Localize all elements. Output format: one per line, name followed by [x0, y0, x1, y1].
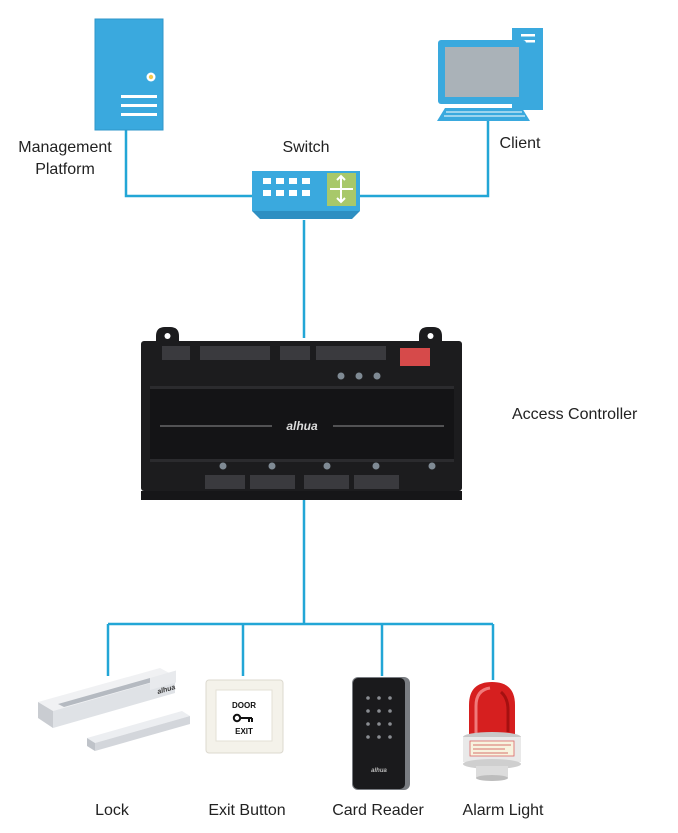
- line-platform-switch: [124, 130, 252, 198]
- label-management-platform-line2: Platform: [35, 161, 95, 178]
- label-management-platform: Management Platform: [5, 137, 125, 181]
- svg-text:alhua: alhua: [371, 768, 387, 774]
- controller-brand-logo: alhua: [286, 419, 318, 433]
- label-exit-button: Exit Button: [208, 802, 286, 819]
- svg-text:alhua: alhua: [157, 684, 177, 696]
- magnetic-lock-icon: alhua: [38, 668, 190, 751]
- exit-button-top-text: DOOR: [232, 701, 256, 710]
- card-reader-icon: alhua: [352, 677, 410, 790]
- line-client-switch: [360, 110, 490, 198]
- label-access-controller: Access Controller: [512, 406, 638, 423]
- desktop-computer-icon: [437, 28, 543, 121]
- server-icon: [94, 18, 164, 131]
- access-controller-icon: alhua: [141, 327, 462, 500]
- label-card-reader: Card Reader: [332, 802, 424, 819]
- label-management-platform-line1: Management: [18, 139, 112, 156]
- label-client: Client: [499, 135, 541, 152]
- network-switch-icon: [252, 171, 360, 219]
- label-switch: Switch: [282, 139, 330, 156]
- exit-button-icon: DOOR EXIT: [205, 679, 284, 754]
- exit-button-bottom-text: EXIT: [235, 727, 253, 736]
- label-alarm-light: Alarm Light: [462, 802, 544, 819]
- label-lock: Lock: [95, 802, 129, 819]
- connector-lines: [106, 110, 495, 680]
- alarm-light-icon: [463, 682, 521, 781]
- key-icon: [232, 713, 253, 723]
